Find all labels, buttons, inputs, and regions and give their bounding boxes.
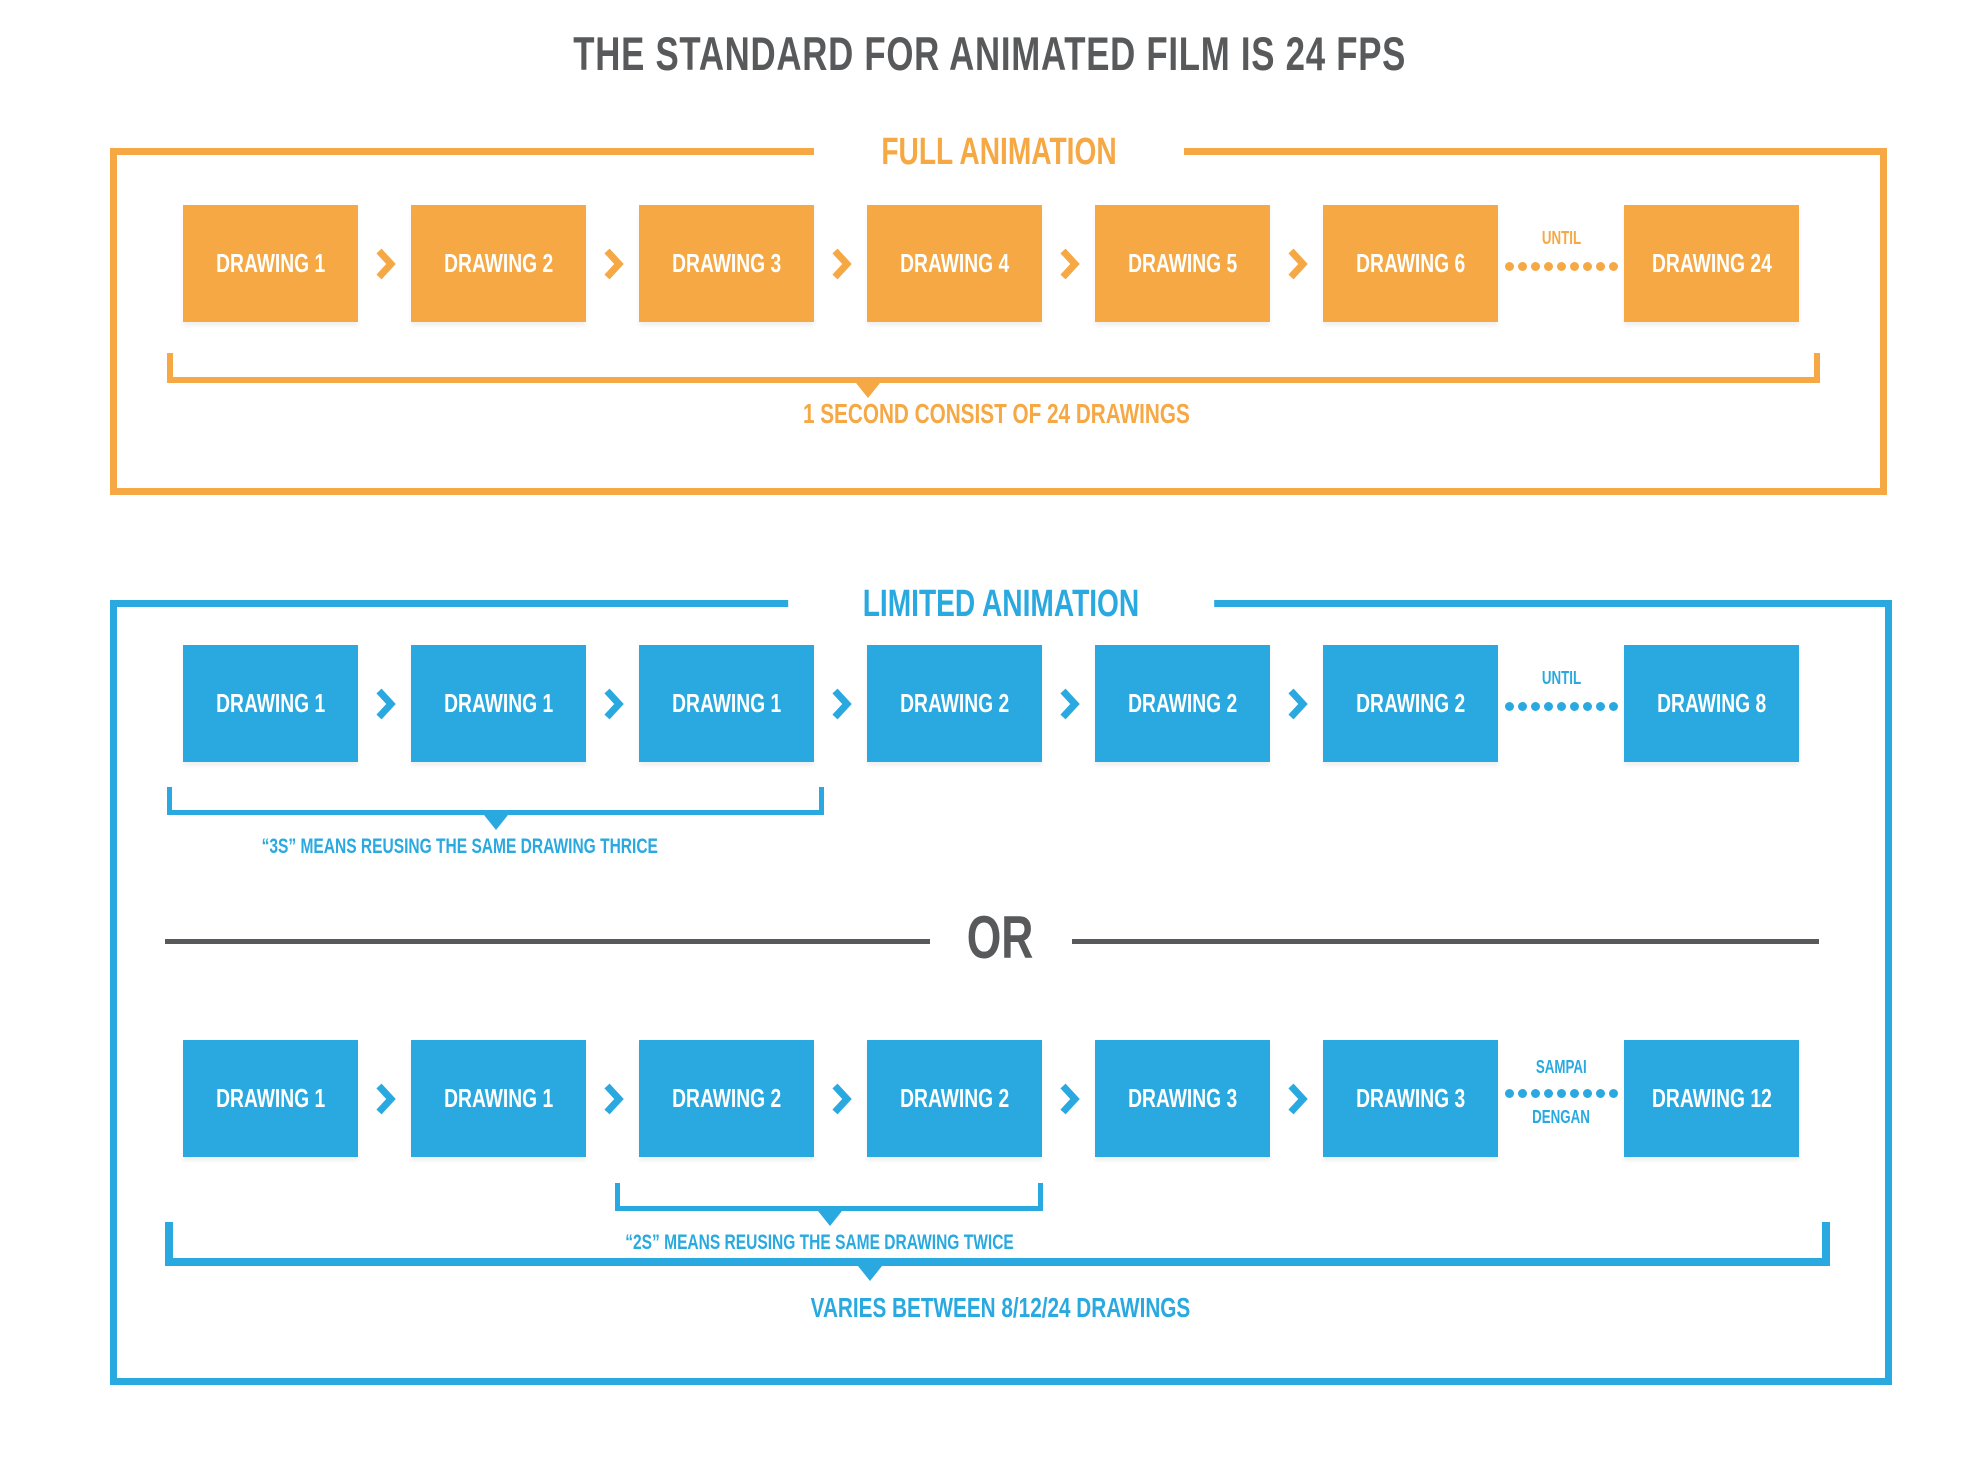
row1-bracket-caption: “3S” MEANS REUSING THE SAME DRAWING THRI…	[261, 835, 659, 858]
or-divider-line-left	[165, 939, 930, 944]
chevron-right-icon	[1042, 1040, 1095, 1157]
bottom-bracket-caption: VARIES BETWEEN 8/12/24 DRAWINGS	[810, 1292, 1190, 1323]
limited-row2-box-4: DRAWING 2	[867, 1040, 1042, 1157]
row1-bracket-tick-left	[167, 787, 172, 813]
full-drawing-box-4: DRAWING 4	[867, 205, 1042, 322]
limited-row1-box-4: DRAWING 2	[867, 645, 1042, 762]
or-label: OR	[966, 904, 1034, 971]
dotted-line-icon	[1498, 262, 1624, 271]
full-animation-heading: FULL ANIMATION	[813, 128, 1184, 176]
dengan-label: DENGAN	[1532, 1107, 1590, 1127]
arrow-down-icon	[818, 1211, 842, 1226]
full-bracket-caption: 1 SECOND CONSIST OF 24 DRAWINGS	[802, 398, 1190, 429]
limited-row2-until-connector: SAMPAI DENGAN	[1498, 1057, 1624, 1128]
chevron-right-icon	[1270, 1040, 1323, 1157]
chevron-right-icon	[358, 645, 411, 762]
limited-row2-box-2: DRAWING 1	[411, 1040, 586, 1157]
chevron-right-icon	[586, 1040, 639, 1157]
sampai-label: SAMPAI	[1535, 1057, 1587, 1077]
chevron-right-icon	[1270, 205, 1323, 322]
limited-row2-box-12: DRAWING 12	[1624, 1040, 1799, 1157]
row1-bracket-tick-right	[819, 787, 824, 813]
limited-row1-box-6: DRAWING 2	[1323, 645, 1498, 762]
full-drawing-box-2: DRAWING 2	[411, 205, 586, 322]
row2-bracket-caption: “2S” MEANS REUSING THE SAME DRAWING TWIC…	[625, 1231, 1015, 1254]
row2-bracket-tick-left	[615, 1183, 620, 1209]
arrow-down-icon	[858, 1266, 882, 1281]
limited-row1-box-3: DRAWING 1	[639, 645, 814, 762]
chevron-right-icon	[586, 205, 639, 322]
full-drawing-box-3: DRAWING 3	[639, 205, 814, 322]
limited-row2-box-6: DRAWING 3	[1323, 1040, 1498, 1157]
bottom-bracket-tick-left	[165, 1222, 173, 1262]
limited-row1-box-1: DRAWING 1	[183, 645, 358, 762]
until-label: UNTIL	[1541, 668, 1581, 688]
dotted-line-icon	[1498, 702, 1624, 711]
full-drawing-box-6: DRAWING 6	[1323, 205, 1498, 322]
limited-row1-box-8: DRAWING 8	[1624, 645, 1799, 762]
limited-row1-until-connector: UNTIL	[1498, 668, 1624, 711]
limited-animation-heading: LIMITED ANIMATION	[788, 580, 1214, 628]
limited-animation-frame: LIMITED ANIMATION	[110, 580, 1892, 1385]
chevron-right-icon	[814, 205, 867, 322]
arrow-down-icon	[484, 815, 508, 830]
row1-bracket-line	[167, 810, 824, 815]
chevron-right-icon	[814, 645, 867, 762]
limited-row1-box-5: DRAWING 2	[1095, 645, 1270, 762]
page-title: THE STANDARD FOR ANIMATED FILM IS 24 FPS	[0, 26, 1980, 81]
chevron-right-icon	[586, 645, 639, 762]
chevron-right-icon	[1270, 645, 1323, 762]
dotted-line-icon	[1498, 1089, 1624, 1098]
chevron-right-icon	[358, 205, 411, 322]
row2-bracket-line	[615, 1206, 1043, 1211]
row2-bracket-tick-right	[1038, 1183, 1043, 1209]
or-divider-line-right	[1072, 939, 1819, 944]
bottom-bracket-tick-right	[1822, 1222, 1830, 1262]
chevron-right-icon	[814, 1040, 867, 1157]
arrow-down-icon	[856, 383, 880, 398]
chevron-right-icon	[358, 1040, 411, 1157]
until-label: UNTIL	[1541, 228, 1581, 248]
full-until-connector: UNTIL	[1498, 228, 1624, 271]
limited-row2-box-5: DRAWING 3	[1095, 1040, 1270, 1157]
chevron-right-icon	[1042, 205, 1095, 322]
limited-row1-box-2: DRAWING 1	[411, 645, 586, 762]
full-bracket-tick-left	[167, 353, 173, 383]
chevron-right-icon	[1042, 645, 1095, 762]
bottom-bracket-line	[165, 1258, 1830, 1266]
full-bracket-line	[167, 377, 1820, 383]
full-drawing-box-1: DRAWING 1	[183, 205, 358, 322]
full-drawing-box-5: DRAWING 5	[1095, 205, 1270, 322]
full-bracket-tick-right	[1814, 353, 1820, 383]
full-drawing-box-24: DRAWING 24	[1624, 205, 1799, 322]
full-animation-frame: FULL ANIMATION	[110, 128, 1887, 495]
limited-row2-box-1: DRAWING 1	[183, 1040, 358, 1157]
limited-row2-box-3: DRAWING 2	[639, 1040, 814, 1157]
page-title-text: THE STANDARD FOR ANIMATED FILM IS 24 FPS	[573, 27, 1407, 80]
